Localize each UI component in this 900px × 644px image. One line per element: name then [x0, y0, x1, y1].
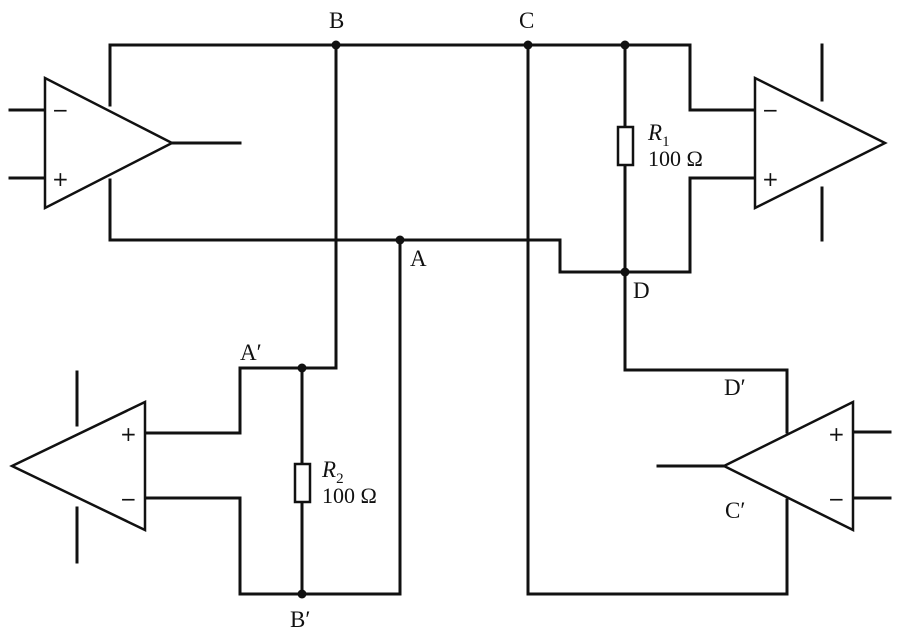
node-label-b-prime: B′: [290, 607, 310, 632]
resistor-r2-name: R2: [321, 457, 344, 487]
resistor-r1-value: 100 Ω: [648, 146, 703, 171]
opamp-plus-sign: +: [828, 422, 845, 446]
node-label-d: D: [633, 278, 650, 303]
resistor-r2-body: [293, 462, 312, 504]
wire-d-to-d-prime: [623, 270, 789, 434]
opamp-plus-sign: +: [120, 422, 137, 446]
opamp-minus-sign: −: [828, 487, 845, 511]
wires: [8, 43, 892, 596]
node-label-d-prime: D′: [724, 375, 746, 400]
opamp-plus-sign: +: [52, 167, 69, 191]
junctions: [297, 40, 630, 599]
opamp-bottom-left: + −: [9, 400, 147, 532]
opamp-plus-sign: +: [762, 167, 779, 191]
opamp-triangle: [43, 75, 175, 211]
wire-top-rail: [108, 43, 757, 112]
junction-dot-a: [395, 235, 405, 245]
opamp-bottom-right: + −: [721, 399, 855, 533]
opamp-minus-sign: −: [762, 98, 779, 122]
junction-dot-c: [523, 40, 533, 50]
junction-dot-a-prime: [297, 363, 307, 373]
resistor-r2-value: 100 Ω: [322, 483, 377, 508]
node-label-a-prime: A′: [240, 340, 262, 365]
node-label-c-prime: C′: [725, 498, 745, 523]
wire-b-to-a-prime: [143, 43, 338, 435]
resistor-r1-name: R1: [647, 120, 670, 150]
wire-c-to-c-prime: [526, 43, 789, 596]
opamp-top-left: − +: [43, 75, 175, 211]
resistor-r2: R2 100 Ω: [293, 457, 377, 508]
junction-dot-b-prime: [297, 589, 307, 599]
wire-a-line: [108, 176, 757, 274]
opamp-minus-sign: −: [52, 98, 69, 122]
opamp-triangle: [721, 399, 855, 533]
opamp-triangle: [9, 400, 147, 532]
junction-dot-d: [620, 267, 630, 277]
opamp-triangle: [753, 75, 888, 211]
wire-b-prime-loop: [143, 238, 402, 596]
resistor-r1: R1 100 Ω: [616, 120, 703, 171]
opamp-top-right: − +: [753, 75, 888, 211]
resistor-r1-body: [616, 125, 635, 167]
node-labels: B C A D A′ B′ C′ D′: [240, 8, 746, 632]
junction-dot-b: [331, 40, 341, 50]
junction-dot-r1-top: [620, 40, 630, 50]
node-label-c: C: [519, 8, 534, 33]
node-label-a: A: [410, 246, 427, 271]
opamp-minus-sign: −: [120, 487, 137, 511]
node-label-b: B: [329, 8, 344, 33]
